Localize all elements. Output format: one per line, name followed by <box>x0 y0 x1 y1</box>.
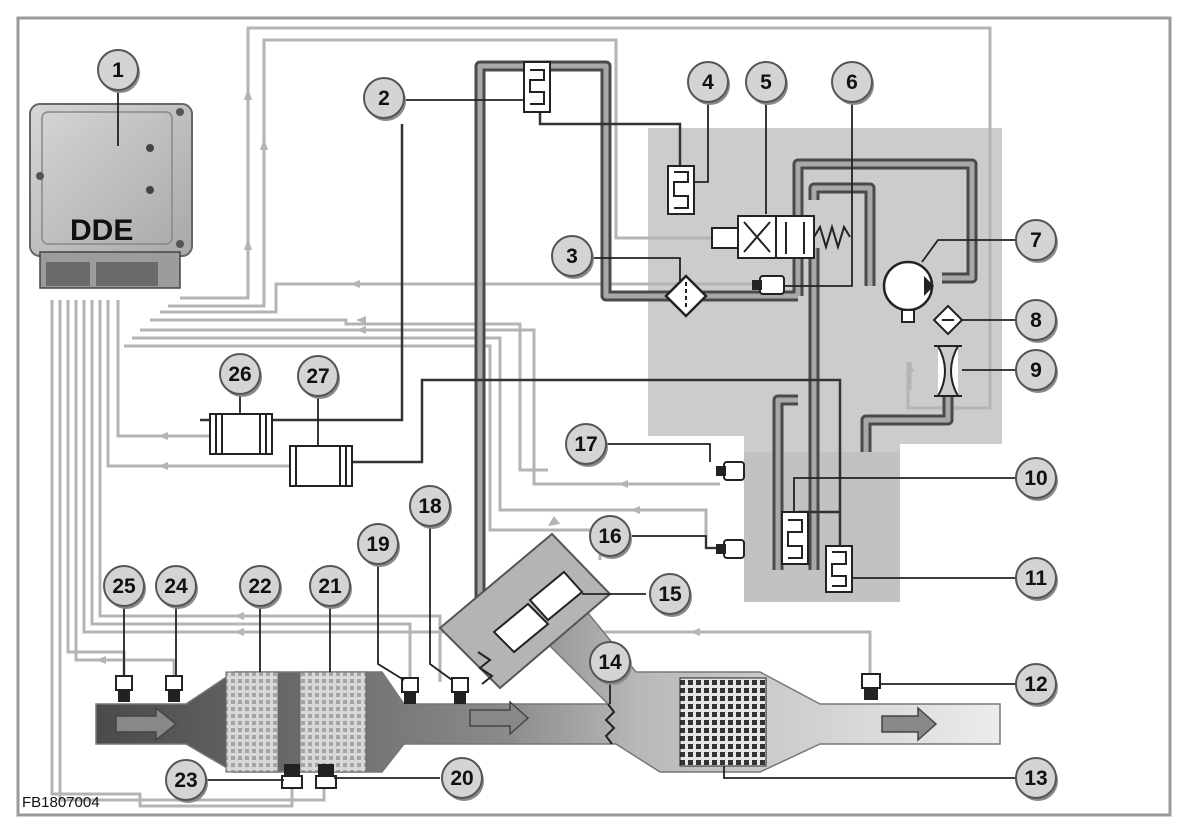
exhaust-sensor-18 <box>451 677 469 704</box>
callout-label: 11 <box>1025 567 1048 590</box>
callout-9: 9 <box>1015 349 1058 393</box>
callout-label: 22 <box>248 575 271 598</box>
callout-12: 12 <box>1015 663 1058 707</box>
throttle-9 <box>934 345 962 397</box>
callout-label: 10 <box>1024 467 1047 490</box>
heated-zone <box>744 452 900 602</box>
exhaust-sensor-20 <box>315 764 337 789</box>
callout-label: 16 <box>598 525 621 548</box>
callout-label: 27 <box>306 365 329 388</box>
callout-label: 9 <box>1030 359 1042 382</box>
callout-label: 14 <box>598 651 622 674</box>
heater-11 <box>825 545 853 593</box>
exhaust-sensor-23 <box>281 764 303 789</box>
callout-22: 22 <box>239 565 282 609</box>
flow-arrows <box>115 700 938 742</box>
callout-2: 2 <box>363 77 406 121</box>
callout-label: 15 <box>658 583 682 606</box>
callout-4: 4 <box>687 61 730 105</box>
exhaust-pipe <box>95 584 1001 773</box>
callout-label: 23 <box>174 769 197 792</box>
callout-label: 3 <box>566 245 578 268</box>
signal-arrows <box>96 88 914 664</box>
callout-10: 10 <box>1015 457 1058 501</box>
pump-7 <box>882 260 934 323</box>
callout-20: 20 <box>441 757 484 801</box>
callout-label: 7 <box>1030 229 1042 252</box>
callout-25: 25 <box>103 565 146 609</box>
callout-16: 16 <box>589 515 632 559</box>
callout-8: 8 <box>1015 299 1058 343</box>
callout-18: 18 <box>409 485 452 529</box>
callout-27: 27 <box>297 355 340 399</box>
level-sensor-17 <box>716 461 745 481</box>
exhaust-sensor-24 <box>165 675 183 702</box>
callout-1: 1 <box>97 49 140 93</box>
callout-15: 15 <box>649 573 692 617</box>
figure-code: FB1807004 <box>22 794 100 811</box>
leader-lines <box>117 92 1016 781</box>
callout-label: 12 <box>1024 673 1047 696</box>
callout-label: 24 <box>164 575 188 598</box>
pressure-sensor-2 <box>523 61 551 113</box>
callout-label: 21 <box>318 575 342 598</box>
valve-5 <box>711 215 851 259</box>
callout-label: 1 <box>112 59 124 82</box>
callout-label: 5 <box>760 71 772 94</box>
heater-10 <box>781 511 809 565</box>
sensor-4 <box>667 165 695 215</box>
callout-7: 7 <box>1015 219 1058 263</box>
callout-label: 17 <box>574 433 597 456</box>
fluid-lines <box>474 60 978 630</box>
callout-14: 14 <box>589 641 632 685</box>
callout-label: 26 <box>228 363 251 386</box>
callout-label: 18 <box>418 495 442 518</box>
callout-3: 3 <box>551 235 594 279</box>
level-sensor-16 <box>716 539 745 559</box>
callout-5: 5 <box>745 61 788 105</box>
callout-23: 23 <box>165 759 208 803</box>
component-27 <box>289 445 353 487</box>
callout-label: 25 <box>112 575 136 598</box>
dde-control-unit: DDE <box>29 103 193 289</box>
callout-19: 19 <box>357 523 400 567</box>
callout-21: 21 <box>309 565 352 609</box>
callout-26: 26 <box>219 353 262 397</box>
callout-11: 11 <box>1015 557 1058 601</box>
callout-17: 17 <box>565 423 608 467</box>
callout-label: 2 <box>378 87 390 110</box>
callout-label: 6 <box>846 71 858 94</box>
temperature-sensor-6 <box>752 275 785 295</box>
dde-label: DDE <box>70 214 133 247</box>
callout-24: 24 <box>155 565 198 609</box>
callout-label: 8 <box>1030 309 1042 332</box>
callout-label: 13 <box>1024 767 1047 790</box>
callout-label: 20 <box>450 767 473 790</box>
component-26 <box>209 413 273 455</box>
exhaust-sensor-25 <box>115 675 133 702</box>
callout-label: 19 <box>366 533 389 556</box>
filter-8 <box>932 304 964 336</box>
exhaust-sensor-19 <box>401 677 419 704</box>
exhaust-sensor-12 <box>861 673 881 700</box>
callout-13: 13 <box>1015 757 1058 801</box>
callout-6: 6 <box>831 61 874 105</box>
filter-3 <box>664 274 708 318</box>
callout-label: 4 <box>702 71 714 94</box>
